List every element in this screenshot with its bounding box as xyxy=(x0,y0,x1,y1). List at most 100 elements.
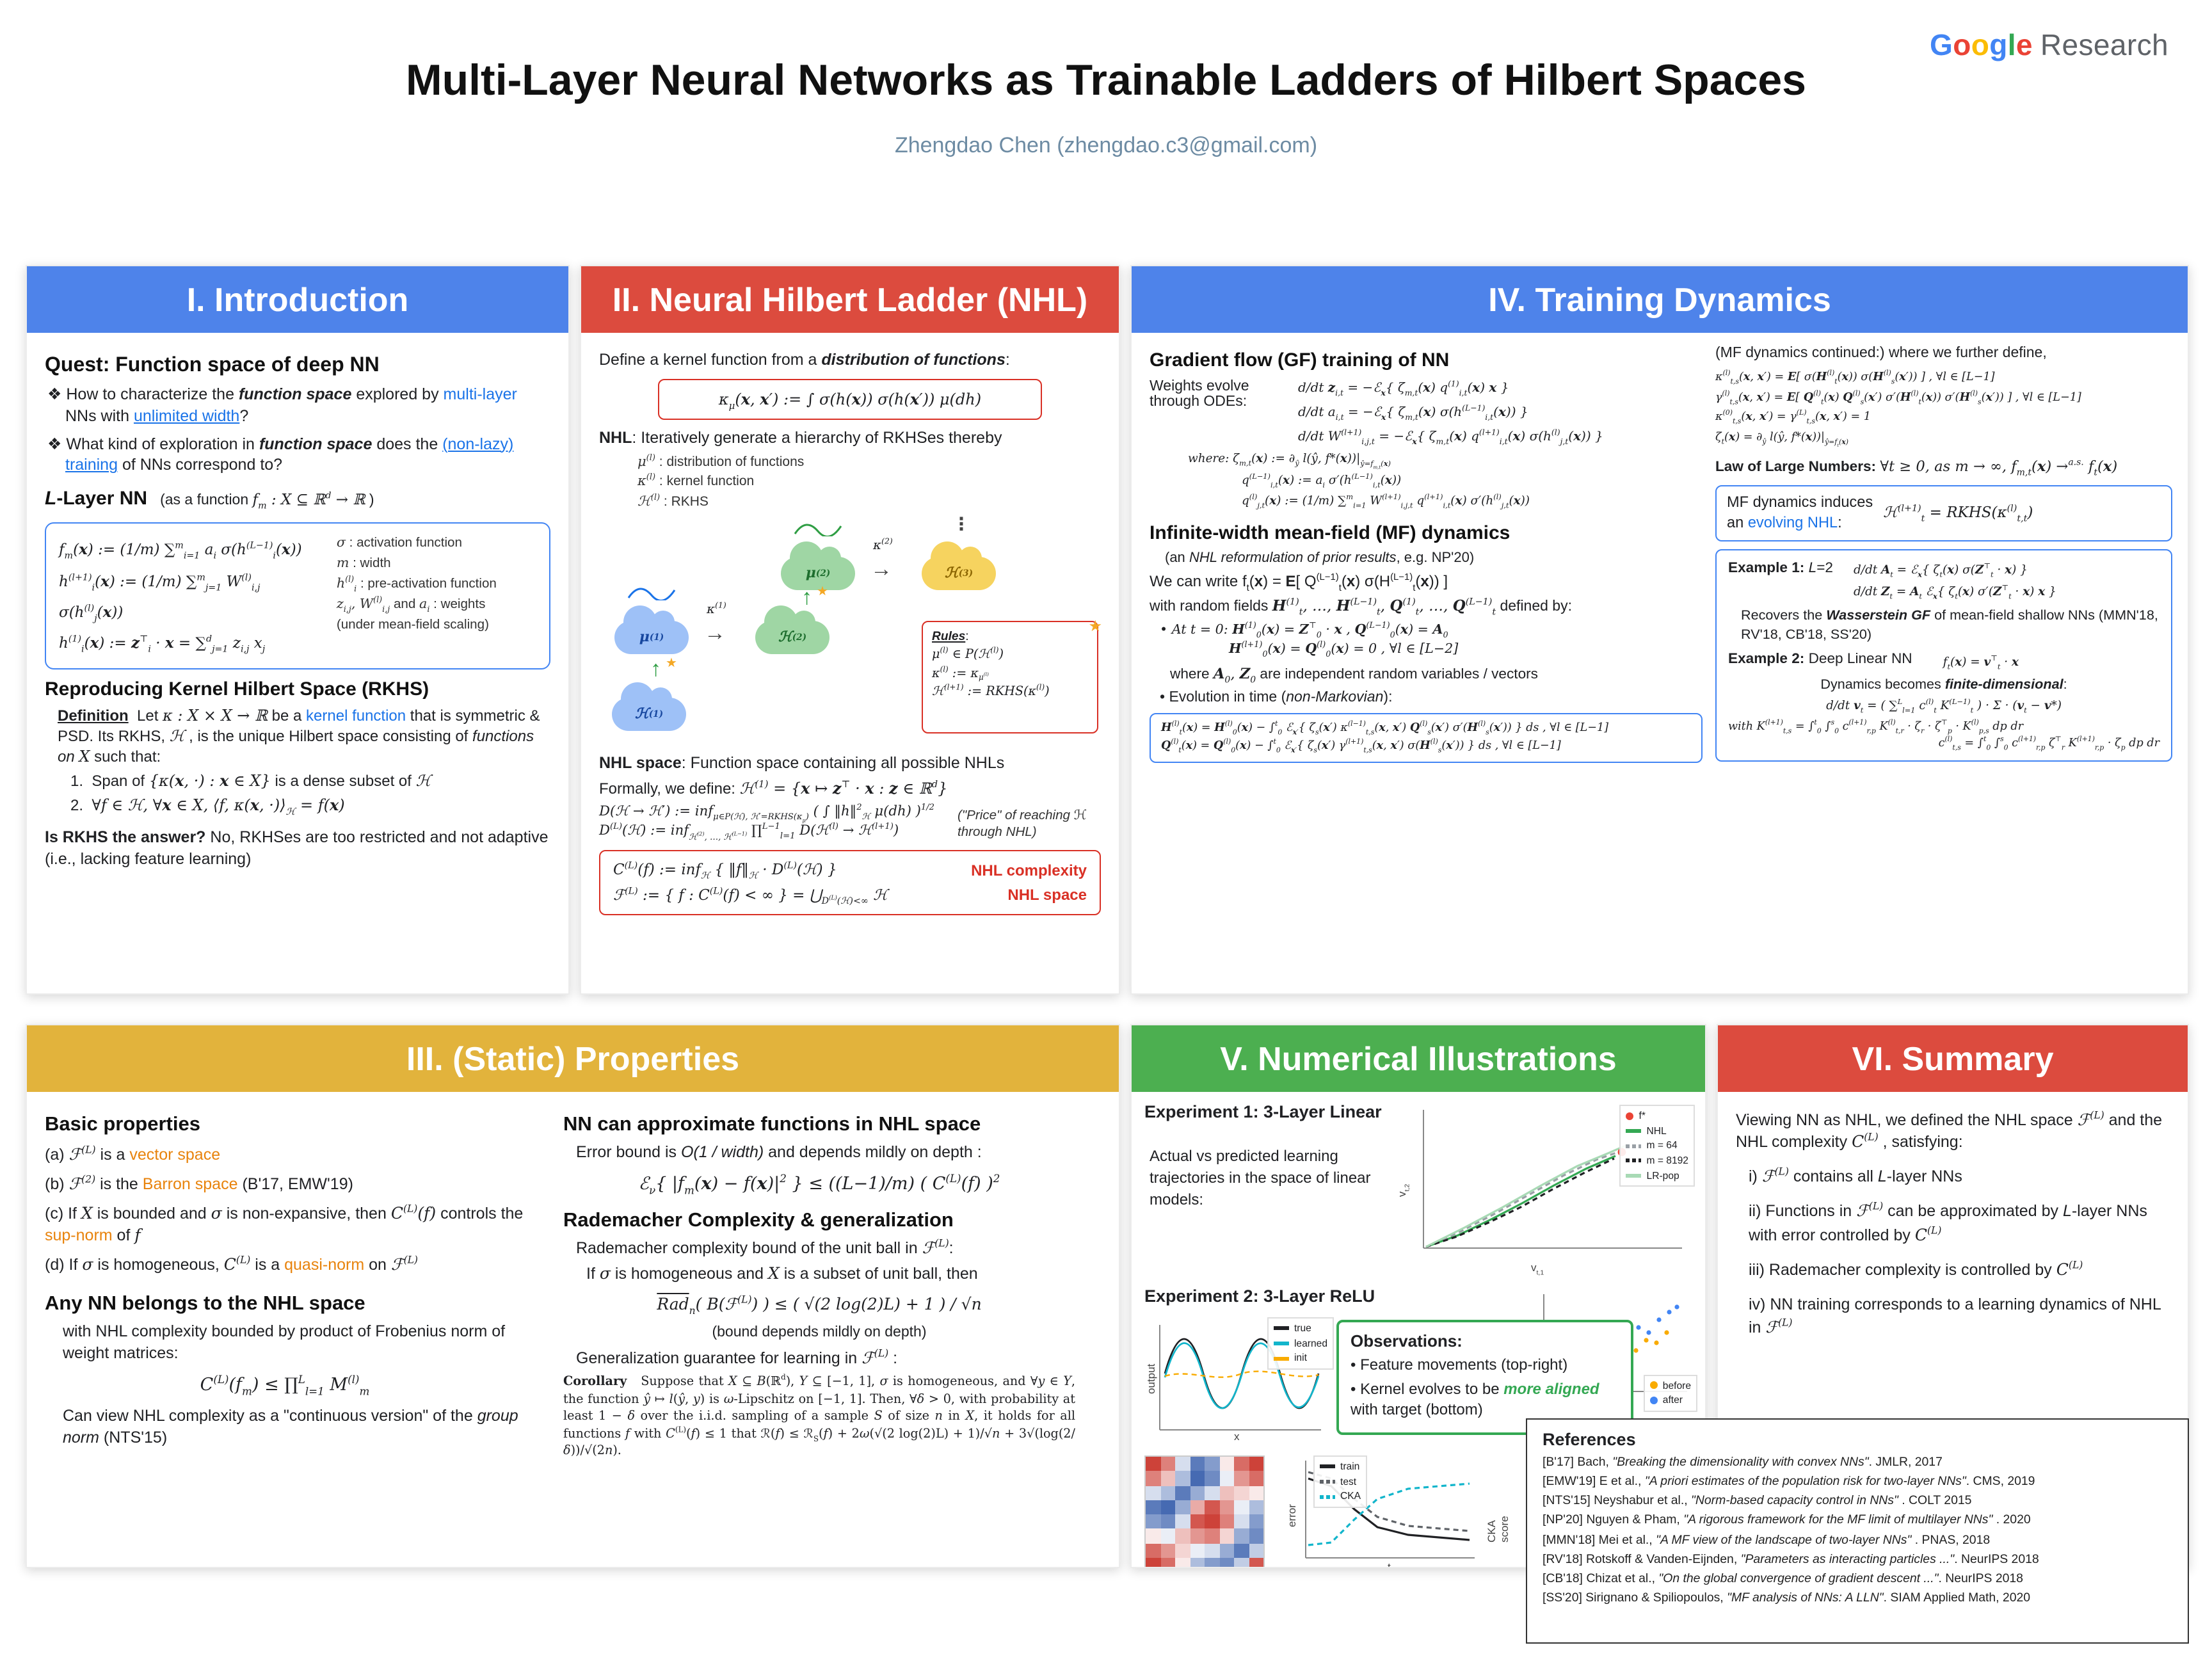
reference-item: [EMW'19] E et al., "A priori estimates o… xyxy=(1543,1475,2035,1489)
ode-a: d/dt ai,t = −ℰx{ ζm,t(x) σ(h(L−1)i,t(x))… xyxy=(1298,404,1528,422)
error-ylabel: error xyxy=(1285,1504,1298,1527)
summary-item-4: iv) NN training corresponds to a learnin… xyxy=(1749,1295,2161,1336)
m64-curve xyxy=(1425,1150,1623,1248)
panel-nhl: II. Neural Hilbert Ladder (NHL) Define a… xyxy=(580,265,1120,995)
mf-note: (an NHL reformulation of prior results, … xyxy=(1165,550,1475,566)
rademacher-p2: If σ is homogeneous and X is a subset of… xyxy=(586,1263,978,1283)
arrow-right-icon: → xyxy=(870,556,892,581)
nhl-define-line: Define a kernel function from a distribu… xyxy=(599,351,1010,369)
mu1-cloud: μ(1) xyxy=(614,605,689,654)
any-nn-p1: with NHL complexity bounded by product o… xyxy=(63,1322,506,1363)
function-squiggle-icon xyxy=(794,524,842,536)
gf-where-q2: q(l)j,t(x) := (1/m) ∑mi=1 W(l+1)i,j,t q(… xyxy=(1242,494,1530,511)
references-heading: References xyxy=(1543,1430,1636,1449)
mf-independent: where A0, Z0 are independent random vari… xyxy=(1170,664,1538,685)
reference-item: [B'17] Bach, "Breaking the dimensionalit… xyxy=(1543,1455,1943,1470)
lrpop-swatch xyxy=(1626,1174,1642,1178)
exp1-ylabel: vt,2 xyxy=(1395,1183,1412,1197)
mf-initial-b: H(l+1)0(x) = Q(l)0(x) = 0 , ∀l ∈ [L−2] xyxy=(1229,639,1459,660)
experiment1-desc: Actual vs predicted learning trajectorie… xyxy=(1150,1147,1371,1208)
mf-evolution-box: H(l)t(x) = H(l)0(x) − ∫t0 ℰx′{ ζs(x′) κ(… xyxy=(1150,713,1703,763)
rules-label: Rules: xyxy=(932,629,969,644)
target-swatch xyxy=(1626,1112,1634,1120)
panel-properties: III. (Static) Properties Basic propertie… xyxy=(26,1024,1120,1568)
mf-evolution-label: • Evolution in time (non-Markovian): xyxy=(1160,689,1393,705)
poster-title: Multi-Layer Neural Networks as Trainable… xyxy=(405,56,1806,105)
summary-item-1: i) ℱ(L) contains all L-layer NNs xyxy=(1749,1165,1962,1185)
nhl-space-tag: NHL space xyxy=(1007,886,1087,904)
experiment2-heading: Experiment 2: 3-Layer ReLU xyxy=(1144,1286,1375,1306)
experiment1-chart: vt,1 vt,2 f* NHL m = 64 m = 8192 LR-pop xyxy=(1388,1097,1697,1284)
gf-heading: Gradient flow (GF) training of NN xyxy=(1150,349,1450,371)
m8192-curve xyxy=(1425,1157,1615,1248)
panel-properties-title: III. (Static) Properties xyxy=(27,1025,1119,1092)
summary-intro: Viewing NN as NHL, we defined the NHL sp… xyxy=(1736,1109,2163,1151)
rule-2: κ(l) := κμ(l) xyxy=(932,664,989,683)
example2-c: c(l)t,s = ∫t0 ∫s0 c(l+1)r,p ζ⊤r K(l+1)r,… xyxy=(1938,736,2160,753)
before-swatch xyxy=(1649,1381,1658,1390)
h3-cloud: ℋ(3) xyxy=(922,541,996,590)
rademacher-p1: Rademacher complexity bound of the unit … xyxy=(576,1237,954,1257)
rkhs-item-2: 2. ∀f ∈ ℋ, ∀x ∈ X, ⟨f, κ(x, ·)⟩ℋ = f(x) xyxy=(70,796,345,818)
nhl-space-line: NHL space: Function space containing all… xyxy=(599,753,1005,772)
panel-summary-title: VI. Summary xyxy=(1718,1025,2188,1092)
nhl-formally: Formally, we define: ℋ(1) = {x ↦ z⊤ · x … xyxy=(599,778,948,797)
reference-item: [SS'20] Sirignano & Spiliopoulos, "MF an… xyxy=(1543,1591,2031,1605)
approx-formula: ℰν{ |fm(x) − f(x)|2 } ≤ ((L−1)/m) ( C(L)… xyxy=(638,1171,1000,1196)
panel-training-title: IV. Training Dynamics xyxy=(1132,266,2188,333)
star-icon: ★ xyxy=(666,656,677,671)
h2-cloud: ℋ(2) xyxy=(755,605,830,654)
property-d: (d) If σ is homogeneous, C(L) is a quasi… xyxy=(45,1253,418,1273)
scatter-legend: before after xyxy=(1643,1374,1697,1412)
reference-item: [NTS'15] Neyshabur et al., "Norm-based c… xyxy=(1543,1494,1972,1509)
mf-def-zeta: ζt(x) = ∂ŷ l(ŷ, f*(x))|ŷ=ft(x) xyxy=(1715,431,1848,448)
reference-item: [MMN'18] Mei et al., "A MF view of the l… xyxy=(1543,1533,1991,1547)
formula-dl: D(L)(ℋ) := infℋ(2), …, ℋ(L−1) ∏L−1l=1 D(… xyxy=(599,821,899,842)
true-swatch xyxy=(1273,1326,1289,1331)
learned-curve xyxy=(1164,1342,1320,1409)
sine-xlabel: x xyxy=(1234,1430,1240,1443)
cka-curve xyxy=(1308,1482,1470,1546)
vertical-dots: ⋮ xyxy=(952,513,970,534)
example1-label: Example 1: L=2 xyxy=(1728,560,1833,576)
function-squiggle-icon xyxy=(627,588,676,600)
nhl-line: NHL: Iteratively generate a hierarchy of… xyxy=(599,428,1002,447)
mf-write-line: We can write ft(x) = E[ Q(L−1)t(x) σ(H(L… xyxy=(1150,571,1448,594)
corollary-text: Corollary Suppose that X ⊆ B(ℝd), Y ⊆ [−… xyxy=(563,1374,1076,1459)
ode-w: d/dt W(l+1)i,j,t = −ℰx{ ζm,t(x) q(l+1)i,… xyxy=(1298,428,1603,447)
mf-eq-q: Q(l)t(x) = Q(l)0(x) − ∫t0 ℰx′{ ζs(x′) γ(… xyxy=(1161,738,1561,755)
nhl-ladder-diagram: μ(2) → κ(2) ℋ(3) ⋮ μ(1) → κ(1) ℋ(2) ↑ ★ … xyxy=(599,513,1102,749)
llayer-definition-box: fm(x) := (1/m) ∑mi=1 ai σ(h(L−1)i(x)) h(… xyxy=(45,522,550,669)
example2-dynamics: d/dt vt = ( ∑Ll=1 c(l)t K(L−1)t ) · Σ · … xyxy=(1826,699,2062,716)
rademacher-formula: Radn( B(ℱ(L)) ) ≤ ( √(2 log(2)L) + 1 ) /… xyxy=(657,1293,982,1316)
summary-item-3: iii) Rademacher complexity is controlled… xyxy=(1749,1259,2083,1279)
example1-formula-a: d/dt At = ℰx{ ζt(x) σ(Z⊤t · x) } xyxy=(1854,563,2028,580)
kappa1-label: κ(1) xyxy=(707,600,726,617)
init-swatch xyxy=(1273,1356,1289,1361)
examples-box: Example 1: L=2 d/dt At = ℰx{ ζt(x) σ(Z⊤t… xyxy=(1715,549,2172,762)
exp1-xlabel: vt,1 xyxy=(1531,1261,1544,1278)
panel-numerical: V. Numerical Illustrations Experiment 1:… xyxy=(1130,1024,1706,1568)
star-icon: ★ xyxy=(1088,616,1102,635)
rademacher-p3: (bound depends mildly on depth) xyxy=(712,1325,927,1341)
star-icon: ★ xyxy=(817,584,828,599)
arrow-up-icon: ↑ xyxy=(801,584,812,609)
annot-h: h(l)i : pre-activation function xyxy=(336,574,497,595)
mf-fields-line: with random fields H(1)t, …, H(L−1)t, Q(… xyxy=(1150,595,1572,617)
observations-box: Observations: • Feature movements (top-r… xyxy=(1336,1320,1633,1436)
price-note: ("Price" of reaching ℋ through NHL) xyxy=(958,808,1087,840)
quest-heading: Quest: Function space of deep NN xyxy=(45,355,380,376)
cka-swatch xyxy=(1320,1495,1335,1499)
annot-weights: zi,j, W(l)i,j and ai : weights xyxy=(336,595,486,615)
error-xlabel: t xyxy=(1388,1560,1391,1567)
nhl-complexity-tag: NHL complexity xyxy=(971,861,1087,879)
nhl-curve xyxy=(1425,1155,1616,1248)
evolving-nhl-formula: ℋ(l+1)t = RKHS(κ(l)t,t) xyxy=(1883,502,2033,525)
quest-bullet-1: ❖ How to characterize the function space… xyxy=(47,385,517,425)
mf-eq-h: H(l)t(x) = H(l)0(x) − ∫t0 ℰx′{ ζs(x′) κ(… xyxy=(1161,721,1609,738)
example2-note: Dynamics becomes finite-dimensional: xyxy=(1820,677,2067,693)
learned-swatch xyxy=(1273,1342,1289,1346)
poster-author: Zhengdao Chen (zhengdao.c3@gmail.com) xyxy=(894,133,1318,157)
error-legend: train test CKA xyxy=(1313,1455,1368,1509)
